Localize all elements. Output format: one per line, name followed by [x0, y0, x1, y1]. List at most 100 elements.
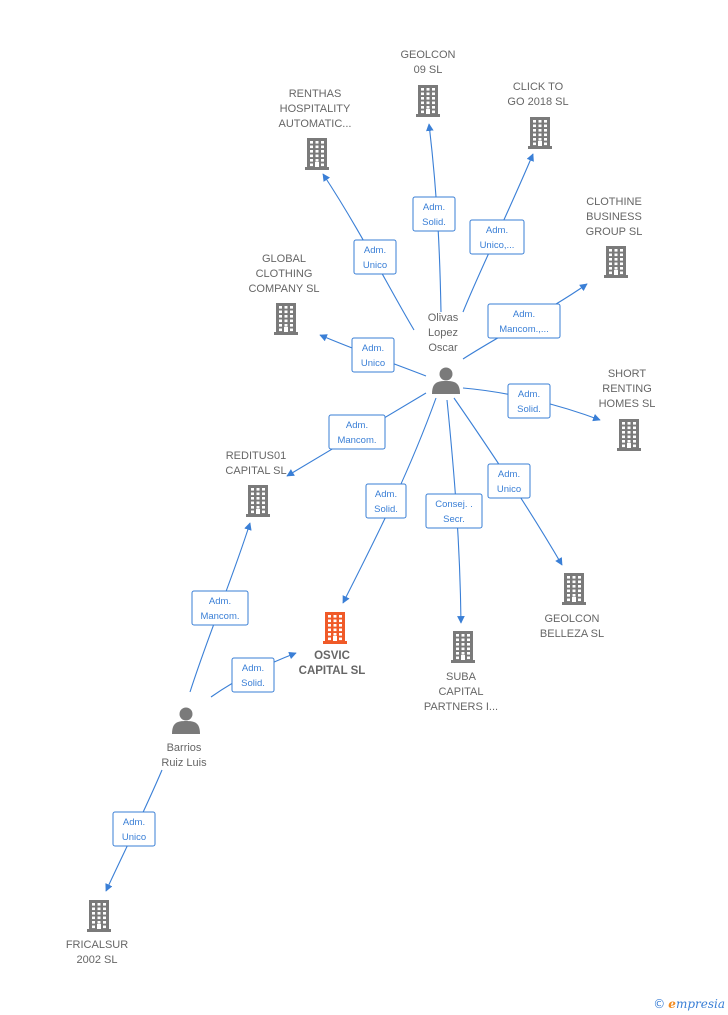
edge-label-text: Adm.	[346, 420, 368, 431]
edge-label[interactable]: Adm.Unico	[351, 337, 395, 373]
edge-label-box	[469, 219, 525, 255]
node-clothine[interactable]: CLOTHINE BUSINESS GROUP SL	[586, 196, 643, 278]
edge-label[interactable]: Consej. . Secr.	[425, 493, 483, 529]
node-clickgo[interactable]: CLICK TO GO 2018 SL	[507, 81, 569, 149]
edge-label-text: Solid.	[422, 217, 446, 228]
edge-label[interactable]: Adm. Mancom.	[328, 414, 386, 450]
edge-label-text: Solid.	[241, 678, 265, 689]
edge-label-text: Unico	[497, 484, 521, 495]
node-fricalsur[interactable]: FRICALSUR 2002 SL	[66, 900, 128, 966]
edge-label-box	[351, 337, 395, 373]
brand-initial: e	[668, 997, 676, 1011]
edge-label-box	[507, 383, 551, 419]
building-icon	[617, 419, 641, 451]
edge-label[interactable]: Adm.Solid.	[365, 483, 407, 519]
edge-label[interactable]: Adm. Solid.	[412, 196, 456, 232]
node-label: Oscar	[428, 342, 458, 354]
edge-label-text: Secr.	[443, 514, 465, 525]
node-label: CLICK TO	[513, 81, 564, 93]
building-icon	[451, 631, 475, 663]
edge-label[interactable]: Adm. Unico	[112, 811, 156, 847]
edge-label-box	[191, 590, 249, 626]
edge-label-box	[353, 239, 397, 275]
edge-label-text: Unico	[361, 358, 385, 369]
edge-label[interactable]: Adm.Solid.	[507, 383, 551, 419]
node-label: OSVIC	[314, 650, 350, 662]
node-label: GROUP SL	[586, 226, 643, 238]
edge-label-box	[412, 196, 456, 232]
edge-label-box	[231, 657, 275, 693]
node-label: 09 SL	[414, 64, 443, 76]
node-label: HOSPITALITY	[280, 103, 351, 115]
node-label: REDITUS01	[226, 450, 287, 462]
node-label: GEOLCON	[400, 49, 455, 61]
node-label: Ruiz Luis	[161, 757, 207, 769]
edge-label-box	[112, 811, 156, 847]
node-osvic[interactable]: OSVIC CAPITAL SL	[299, 612, 366, 677]
node-label: CAPITAL SL	[299, 665, 366, 677]
building-icon	[246, 485, 270, 517]
edge-label[interactable]: Adm. Mancom.	[191, 590, 249, 626]
building-icon	[604, 246, 628, 278]
edge-label-text: Unico	[122, 832, 146, 843]
node-label: Olivas	[428, 312, 459, 324]
node-label: FRICALSUR	[66, 939, 128, 951]
edge-label-text: Mancom.	[200, 611, 239, 622]
edge-label-box	[425, 493, 483, 529]
building-icon	[323, 612, 347, 644]
building-icon	[562, 573, 586, 605]
node-label: Lopez	[428, 327, 458, 339]
edge-label-text: Consej. .	[435, 499, 473, 510]
node-label: 2002 SL	[77, 954, 118, 966]
edges-layer	[105, 123, 601, 892]
node-geolcon09[interactable]: GEOLCON 09 SL	[400, 49, 456, 117]
edge-label-text: Mancom.	[337, 435, 376, 446]
node-label: COMPANY SL	[248, 283, 319, 295]
person-icon	[172, 707, 200, 734]
edge-label[interactable]: Adm. Unico	[487, 463, 531, 499]
edge-label-text: Adm.	[242, 663, 264, 674]
edge-label-text: Adm.	[423, 202, 445, 213]
building-icon	[528, 117, 552, 149]
edge-label-text: Adm.	[513, 309, 535, 320]
edge-label[interactable]: Adm. Mancom.,...	[487, 303, 561, 339]
nodes-layer: GEOLCON 09 SL CLICK TO GO 2018 SL RENTHAS HOS…	[66, 49, 656, 966]
node-label: GLOBAL	[262, 253, 306, 265]
person-icon	[432, 367, 460, 394]
edge-label[interactable]: Adm.Unico	[353, 239, 397, 275]
building-icon	[416, 85, 440, 117]
node-global[interactable]: GLOBAL CLOTHING COMPANY SL	[248, 253, 320, 335]
node-label: RENTHAS	[289, 88, 342, 100]
edge-label-text: Adm.	[364, 245, 386, 256]
node-renthas[interactable]: RENTHASHOSPITALITYAUTOMATIC...	[279, 88, 352, 170]
edge-label-text: Adm.	[498, 469, 520, 480]
node-label: BUSINESS	[586, 211, 642, 223]
edge-label[interactable]: Adm.Unico,...	[469, 219, 525, 255]
copyright-icon: ©	[653, 997, 666, 1011]
node-label: GO 2018 SL	[507, 96, 568, 108]
node-label: GEOLCON	[544, 613, 599, 625]
node-label: Barrios	[167, 742, 202, 754]
building-icon	[274, 303, 298, 335]
edge-label[interactable]: Adm. Solid.	[231, 657, 275, 693]
node-label: CLOTHING	[256, 268, 313, 280]
node-label: CLOTHINE	[586, 196, 642, 208]
building-icon	[87, 900, 111, 932]
node-label: RENTING	[602, 383, 652, 395]
edge-label-text: Adm.	[209, 596, 231, 607]
edge-label-text: Adm.	[123, 817, 145, 828]
node-label: CAPITAL SL	[225, 465, 286, 477]
edge-label-text: Mancom.,...	[499, 324, 549, 335]
edge-label-box	[365, 483, 407, 519]
brand-watermark: ©empresia	[653, 997, 725, 1011]
edge-label-text: Solid.	[517, 404, 541, 415]
node-label: SUBA	[446, 671, 477, 683]
